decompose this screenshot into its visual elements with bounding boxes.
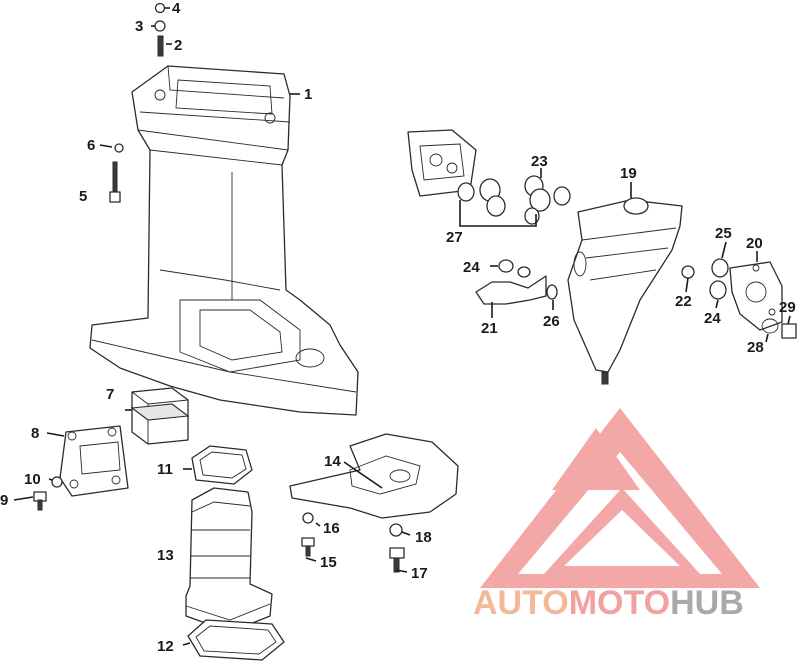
callout-14: 14 — [324, 453, 341, 470]
callout-21: 21 — [481, 320, 498, 337]
callout-20: 20 — [746, 235, 763, 252]
exhaust-housing — [567, 197, 683, 385]
rubber-mount — [130, 387, 190, 445]
callout-3: 3 — [135, 18, 143, 35]
exhaust-tube — [185, 487, 273, 633]
callout-4: 4 — [172, 0, 181, 17]
callout-24b: 24 — [704, 310, 721, 327]
callout-13: 13 — [157, 547, 174, 564]
callout-9: 9 — [0, 492, 8, 509]
callout-22: 22 — [675, 293, 692, 310]
callout-labels: 1 2 3 4 5 6 7 8 9 10 11 12 13 14 15 16 1… — [0, 0, 796, 655]
callout-10: 10 — [24, 471, 41, 488]
upper-seal — [191, 445, 253, 485]
callout-26: 26 — [543, 313, 560, 330]
watermark-hub: HUB — [670, 584, 744, 622]
callout-11: 11 — [157, 461, 173, 478]
svg-text:AUTOMOTOHUB: AUTOMOTOHUB — [473, 584, 744, 622]
lower-seal — [187, 619, 285, 661]
callout-27: 27 — [446, 229, 463, 246]
callout-29: 29 — [779, 299, 796, 316]
exhaust-seals — [457, 175, 571, 225]
callout-5: 5 — [79, 188, 87, 205]
outlet-cover — [681, 258, 797, 339]
callout-16: 16 — [323, 520, 340, 537]
splash-plate — [289, 433, 459, 519]
callout-24a: 24 — [463, 259, 480, 276]
water-hose — [475, 259, 558, 305]
callout-28: 28 — [747, 339, 764, 356]
callout-1: 1 — [304, 86, 312, 103]
watermark-moto: MOTO — [569, 584, 670, 622]
callout-25: 25 — [715, 225, 732, 242]
mount-bolt — [33, 476, 63, 511]
callout-15: 15 — [320, 554, 337, 571]
callout-2: 2 — [174, 37, 182, 54]
callout-18: 18 — [415, 529, 432, 546]
callout-12: 12 — [157, 638, 174, 655]
mount-cover — [59, 425, 129, 497]
automotohub-watermark: AUTOMOTOHUB — [473, 584, 744, 622]
callout-6: 6 — [87, 137, 95, 154]
callout-8: 8 — [31, 425, 39, 442]
callout-23: 23 — [531, 153, 548, 170]
leader-lines — [13, 7, 791, 646]
automotohub-logo — [480, 408, 760, 588]
callout-17: 17 — [411, 565, 428, 582]
drive-shaft-housing — [89, 65, 359, 416]
callout-7: 7 — [106, 386, 114, 403]
callout-19: 19 — [620, 165, 637, 182]
plate-fasteners — [301, 512, 405, 573]
watermark-auto: AUTO — [473, 584, 569, 622]
